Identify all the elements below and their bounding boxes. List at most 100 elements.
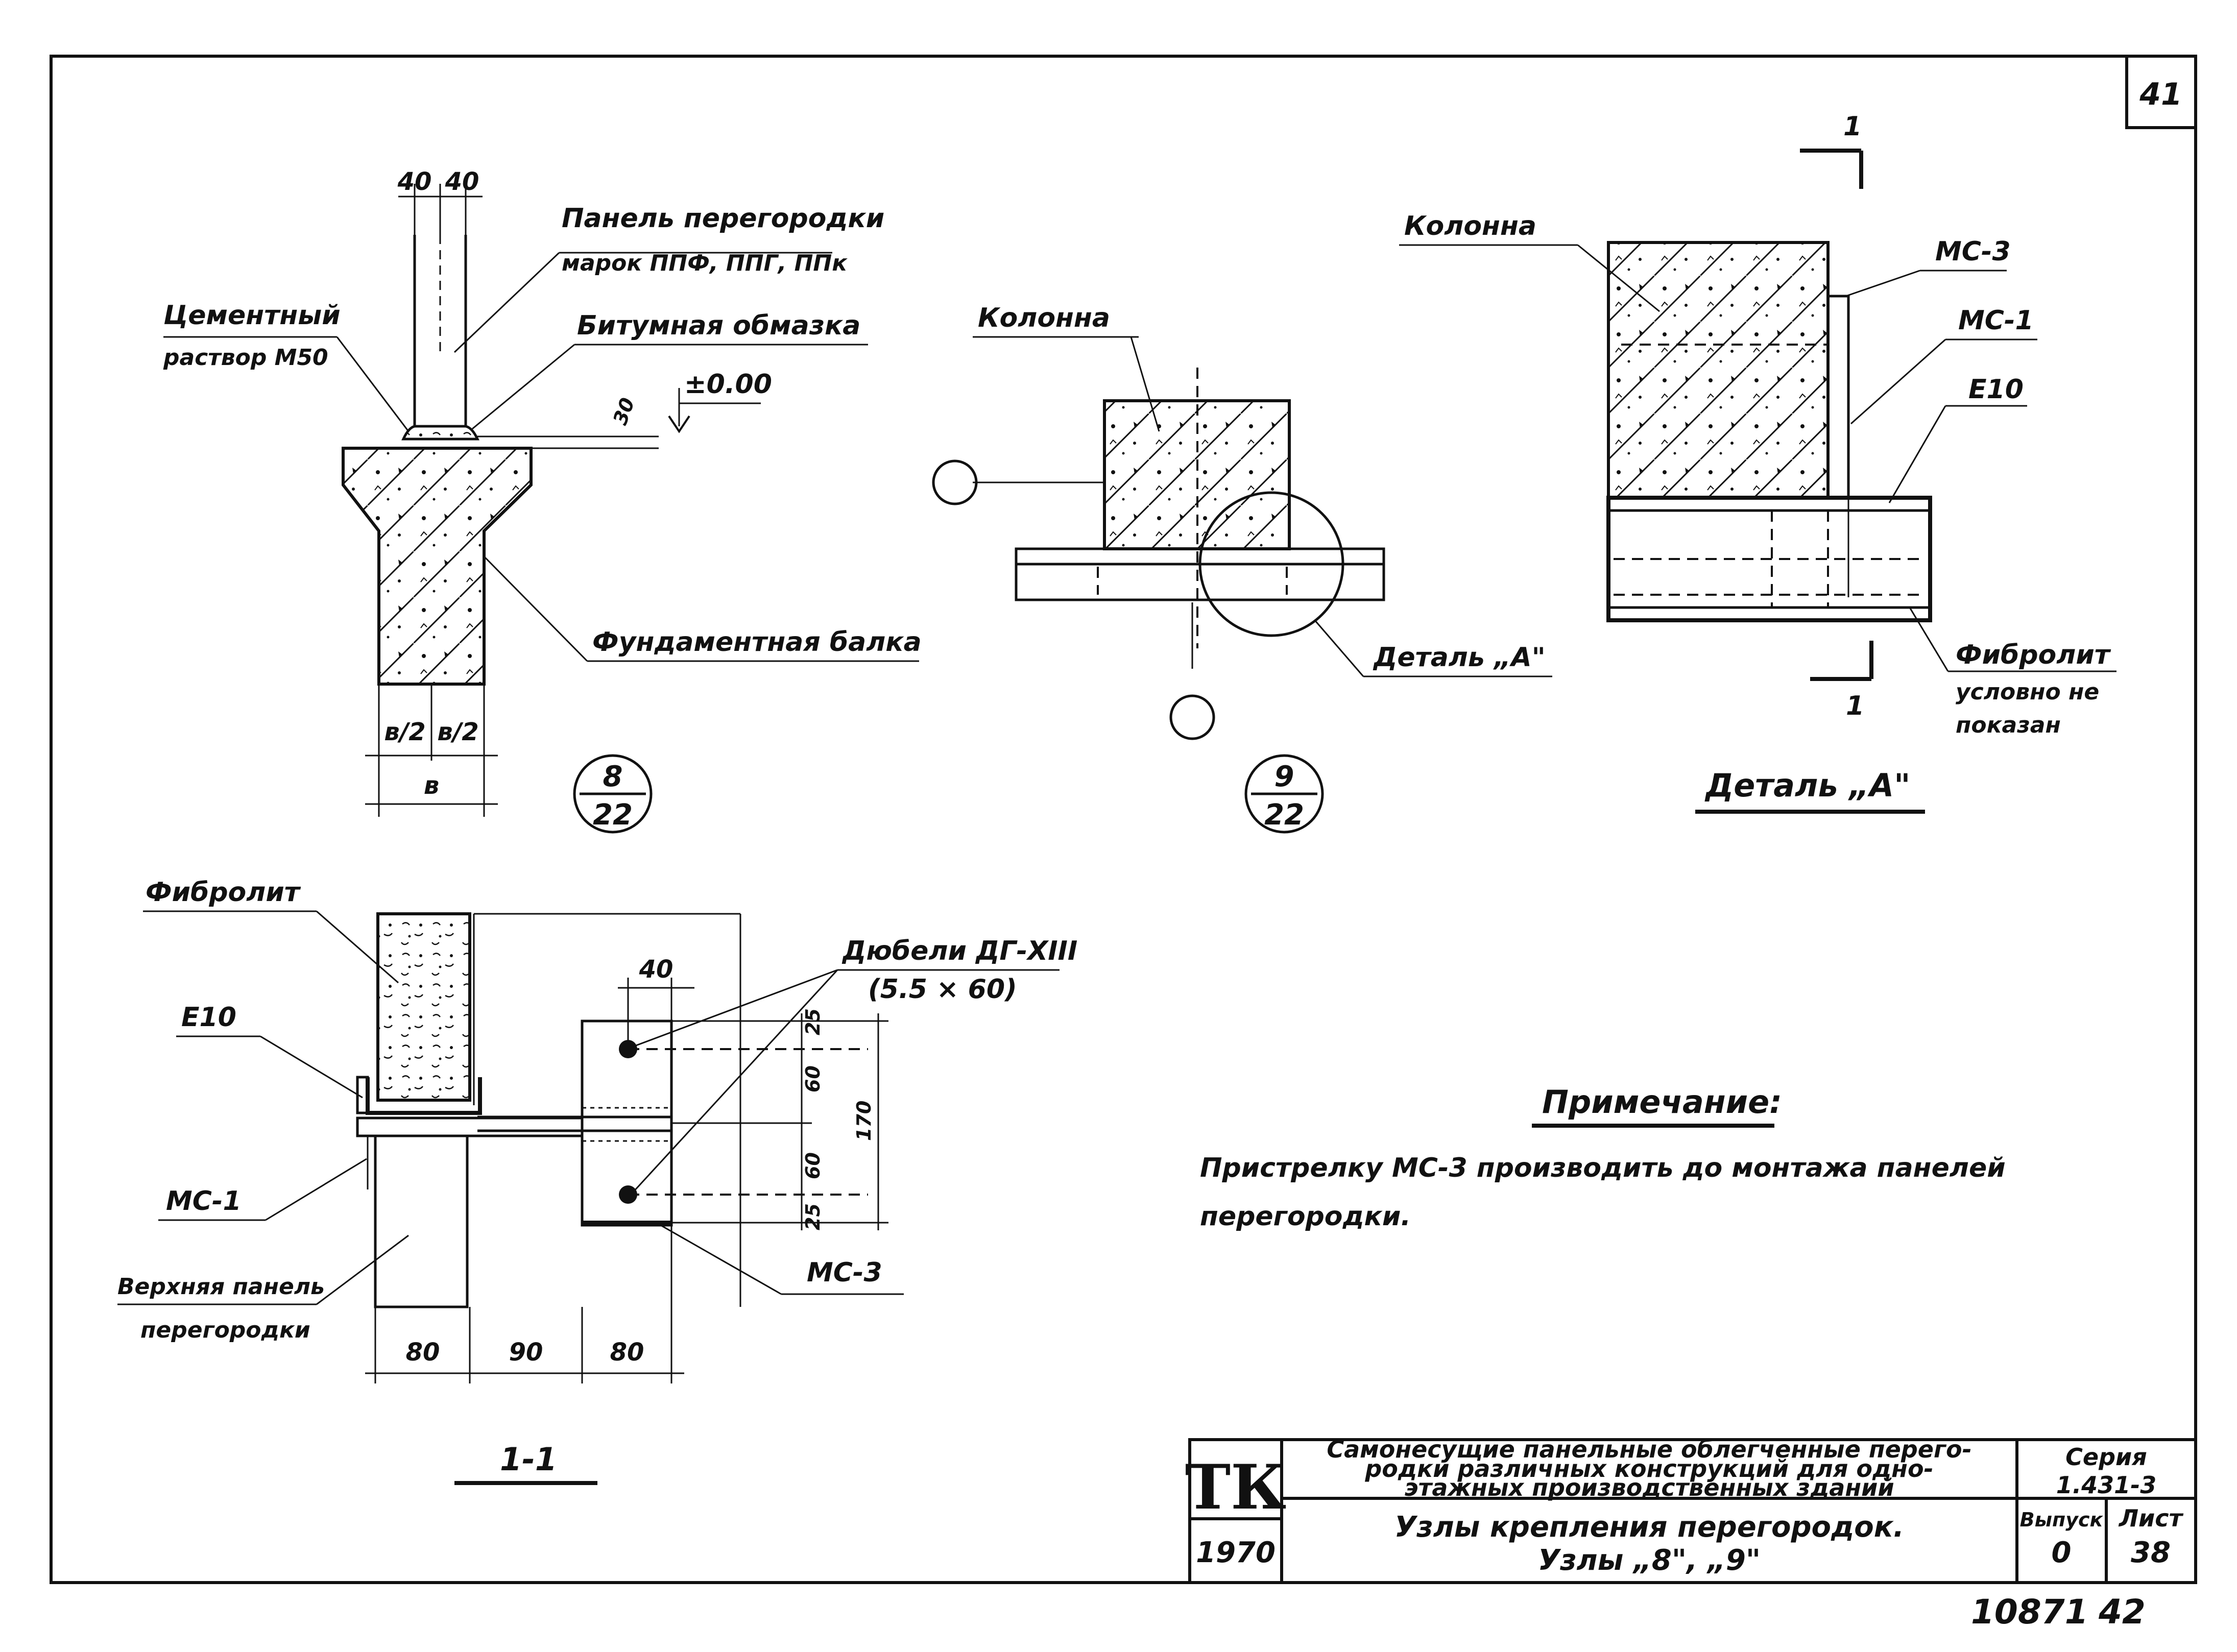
dim-b2-left: в/2 xyxy=(384,718,425,746)
beam-label: Фундаментная балка xyxy=(592,627,922,658)
node-marker-9-top: 9 xyxy=(1274,760,1294,793)
stamp-series-label: Серия xyxy=(2065,1443,2147,1471)
sheet-number: 41 xyxy=(2139,77,2182,112)
detail-a: 1 1 Колонна МС-3 МС-1 Е10 Фибролит услов… xyxy=(1399,111,2116,814)
leader-detail-a xyxy=(1314,620,1364,677)
column-detail-a xyxy=(1607,241,1830,499)
panel-label-line1: Панель перегородки xyxy=(562,203,884,234)
note: Примечание: Пристрелку МС-3 производить … xyxy=(1200,1083,2006,1232)
note-line-2: перегородки. xyxy=(1200,1201,1411,1232)
dim-25-top: 25 xyxy=(802,1008,824,1035)
stamp-title-line1: Узлы крепления перегородок. xyxy=(1394,1511,1904,1544)
upper-panel xyxy=(374,1134,469,1308)
leader-dowel-2 xyxy=(632,969,838,1193)
dim-60-top: 60 xyxy=(802,1065,824,1092)
sheet-number-box xyxy=(2125,55,2197,129)
channel-label-a: Е10 xyxy=(1968,374,2024,405)
leader-channel-a xyxy=(1888,405,1946,503)
upper-panel-label-line1: Верхняя панель xyxy=(117,1274,325,1300)
leader-bitumen xyxy=(472,344,575,430)
dim-b: в xyxy=(424,771,439,800)
node-8: 40 40 ±0.00 30 Панель перегородки марок … xyxy=(163,167,922,834)
node-9: Деталь „А" Колонна 9 22 xyxy=(932,303,1552,834)
leader-fibro-11 xyxy=(316,910,399,984)
leader-mortar xyxy=(336,336,410,432)
dim-30: 30 xyxy=(609,395,639,428)
stamp-sheet-value: 38 xyxy=(2131,1536,2171,1569)
section-mark-top-label: 1 xyxy=(1843,111,1862,142)
node-marker-8 xyxy=(573,754,653,834)
footer-archive-number: 10871 xyxy=(1971,1592,2088,1632)
detail-a-title: Деталь „А" xyxy=(1704,767,1910,804)
title-block-frame xyxy=(1188,1438,2197,1584)
stamp-desc-line1: Самонесущие панельные облегченные перего… xyxy=(1327,1436,1971,1463)
mc3-label-11: МС-3 xyxy=(807,1257,882,1288)
axis-bubble-bottom xyxy=(1169,694,1215,740)
dim-b2-right: в/2 xyxy=(437,718,478,746)
leader-mc1-11 xyxy=(265,1158,367,1221)
level-arrow xyxy=(668,415,690,433)
leader-column xyxy=(1130,336,1160,432)
footer-page-number: 42 xyxy=(2098,1592,2146,1632)
upper-panel-label-line2: перегородки xyxy=(140,1317,310,1343)
dim-90: 90 xyxy=(509,1338,543,1367)
stamp-issue-value: 0 xyxy=(2052,1536,2072,1569)
tk-logo: ТК xyxy=(1185,1451,1286,1523)
section-1-1-title: 1-1 xyxy=(500,1441,557,1478)
fibro-label-a-line1: Фибролит xyxy=(1956,640,2111,670)
fibro-label-a-line3: показан xyxy=(1956,712,2061,738)
stamp-desc-line3: этажных производственных зданий xyxy=(1404,1474,1894,1501)
dim-40-left: 40 xyxy=(397,167,432,196)
dim-80-right: 80 xyxy=(610,1338,644,1367)
leader-dowel-1 xyxy=(633,969,838,1048)
detail-a-ref-label: Деталь „А" xyxy=(1373,642,1546,673)
outer-frame xyxy=(50,55,2197,1584)
dim-25-bottom: 25 xyxy=(802,1203,824,1230)
cement-mortar-bed xyxy=(401,425,479,441)
leader-beam xyxy=(483,555,588,662)
leader-mc3-a xyxy=(1845,270,1920,297)
mc3-plate xyxy=(1826,295,1850,499)
leader-panel xyxy=(453,252,560,353)
column-label-a: Колонна xyxy=(1404,211,1536,241)
fibro-label-a-line2: условно не xyxy=(1956,679,2099,705)
axis-bubble-left xyxy=(932,459,978,505)
channel-label-11: Е10 xyxy=(181,1002,236,1033)
stamp-desc-line2: родки различных конструкций для одно- xyxy=(1364,1455,1933,1483)
stamp-issue-label: Выпуск xyxy=(2020,1509,2104,1531)
dim-170: 170 xyxy=(853,1101,875,1141)
stamp-year: 1970 xyxy=(1196,1536,1276,1569)
foundation-beam xyxy=(342,447,533,686)
leader-upper-panel xyxy=(316,1234,409,1305)
leader-fibro-a xyxy=(1909,607,1949,672)
column-label-9: Колонна xyxy=(978,303,1110,333)
leader-mc1-a xyxy=(1850,338,1946,425)
channel-e10 xyxy=(1606,496,1932,622)
node-marker-8-bottom: 22 xyxy=(593,798,633,832)
section-1-1: 25 60 60 25 170 40 80 90 80 Фибролит Е10… xyxy=(117,877,1077,1485)
mortar-label-line2: раствор М50 xyxy=(163,345,328,371)
leader-mc3-11 xyxy=(656,1222,782,1295)
stamp-sheet-label: Лист xyxy=(2118,1504,2184,1532)
mc1-section xyxy=(356,1116,584,1137)
note-line-1: Пристрелку МС-3 производить до монтажа п… xyxy=(1200,1153,2006,1183)
leader-channel-11 xyxy=(260,1035,363,1099)
mc1-label-a: МС-1 xyxy=(1958,305,2034,336)
fibro-label-11: Фибролит xyxy=(146,877,301,908)
title-block: ТК 1970 Самонесущие панельные облегченны… xyxy=(1185,1436,2197,1584)
stamp-series-value: 1.431-3 xyxy=(2056,1471,2157,1499)
level-mark: ±0.00 xyxy=(684,369,772,400)
dim-40-right: 40 xyxy=(445,167,479,196)
fibrolite-panel xyxy=(376,912,471,1102)
mc3-label-a: МС-3 xyxy=(1935,236,2011,267)
dowel-label-line2: (5.5 × 60) xyxy=(868,974,1017,1005)
node-marker-8-top: 8 xyxy=(603,760,623,793)
mc1-label-11: МС-1 xyxy=(166,1186,242,1217)
note-title: Примечание: xyxy=(1542,1083,1782,1121)
node-marker-9 xyxy=(1244,754,1324,834)
bitumen-label: Битумная обмазка xyxy=(577,310,860,341)
dim-80-left: 80 xyxy=(406,1338,440,1367)
dim-40: 40 xyxy=(639,955,673,984)
mortar-label-line1: Цементный xyxy=(163,300,341,331)
